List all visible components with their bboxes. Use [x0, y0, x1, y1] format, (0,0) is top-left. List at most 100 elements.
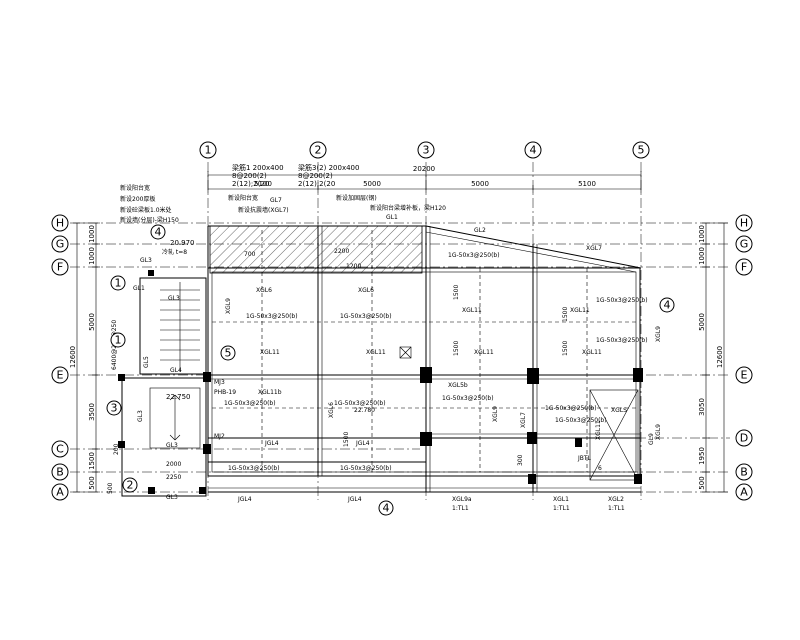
top-notes: 梁筋1 200x400 8@200(2) 2(12);2(20 梁筋3(2) 2…	[120, 163, 602, 252]
note-f: 新设墙(分层)-梁H150	[120, 216, 179, 224]
beam-tl1: 1:TL1	[608, 505, 625, 512]
beam-xgl6: XGL6	[358, 287, 374, 294]
column	[634, 474, 642, 484]
beam-xgl9: XGL9	[492, 406, 499, 422]
note-beam-a: 梁筋1 200x400	[232, 163, 284, 172]
beam-xgl6: XGL6	[256, 287, 272, 294]
section-mark-1-b: 1	[115, 334, 122, 347]
column	[420, 367, 432, 383]
dim-span-4-5: 5100	[578, 180, 596, 188]
elevation-2: 22.750	[166, 393, 191, 401]
note-a: 新设阳台宽	[228, 194, 258, 202]
beam-xgl11b: XGL11b	[258, 389, 282, 396]
axis-bubbles-top: 1 2 3 4 5	[199, 141, 650, 159]
beam-jgl4: JGL4	[347, 496, 362, 503]
stair-dim: 2250	[166, 474, 181, 481]
axis-bubbles-right: H G F E D B A	[735, 214, 753, 501]
elevation-1: 20.970	[170, 239, 195, 247]
axis-label-e-right: E	[741, 369, 748, 382]
dim-6: 6	[598, 465, 602, 472]
column	[527, 368, 539, 384]
dim-span-1-2: 5100	[254, 180, 272, 188]
beam-mj2: MJ2	[214, 433, 225, 440]
label-xgl7-top: XGL7	[586, 245, 602, 252]
slab-note: 1G-50x3@250(b)	[448, 252, 500, 259]
beam-gl3: GL3	[168, 295, 180, 302]
dim-overall-top: 20200	[413, 165, 435, 173]
slab-note: 1G-50x3@250(b)	[246, 313, 298, 320]
thickness-note: 冷轧 t=8	[162, 248, 187, 256]
axis-label-2: 2	[315, 144, 322, 157]
beam-gl3: GL3	[140, 257, 152, 264]
dim-left-3: 5000	[88, 313, 96, 331]
beam-xgl9: XGL9	[225, 298, 232, 314]
beam-tl1: 1:TL1	[452, 505, 469, 512]
axis-label-g-left: G	[56, 238, 65, 251]
column	[148, 487, 155, 494]
dim-right-6: 500	[698, 476, 706, 489]
beam-xgl2: XGL2	[608, 496, 624, 503]
dim-left-5: 1500	[88, 452, 96, 470]
note-beam-b-reinf2: 2(12);2(20	[298, 180, 335, 188]
pipe-note: PHB-19	[214, 389, 236, 396]
axis-label-3: 3	[423, 144, 430, 157]
note-e: 新设阳台梁增补板，梁H120	[370, 204, 446, 212]
beam-xgl5b: XGL5b	[448, 382, 468, 389]
slab-dim: 1500	[453, 285, 460, 300]
slab-note: 1G-50x3@250(b)	[596, 297, 648, 304]
dim-right-2: 1000	[698, 247, 706, 265]
axis-label-f-right: F	[741, 261, 747, 274]
stair-dim: 2000	[166, 461, 181, 468]
beam-gl5: GL5	[143, 356, 150, 368]
column	[203, 372, 211, 382]
slab-note: 1G-50x3@250(b)	[340, 465, 392, 472]
section-mark-4-bottom: 4	[383, 502, 390, 515]
note-stair: 新设阳台宽	[120, 184, 150, 192]
dim-right-4: 3050	[698, 398, 706, 416]
beam-jgl4: JGL4	[264, 440, 279, 447]
axis-label-c-left: C	[56, 443, 64, 456]
beam-gl3: GL3	[137, 410, 144, 422]
beam-xgl11: XGL11	[570, 307, 590, 314]
beam-tl1: 1:TL1	[553, 505, 570, 512]
dim-left-1: 1000	[88, 225, 96, 243]
label-gl2-top: GL2	[474, 227, 486, 234]
axis-label-b-right: B	[740, 466, 748, 479]
beam-gl4: GL4	[170, 367, 182, 374]
column	[633, 368, 643, 382]
beam-xgl1: XGL1	[553, 496, 569, 503]
beam-jgl4: JGL4	[237, 496, 252, 503]
beam-jbtl: JBTL	[577, 455, 592, 462]
axis-bubbles-left: H G F E C B A	[51, 214, 69, 501]
structure-outline	[121, 225, 642, 497]
slab-note: 1G-50x3@250(b)	[334, 400, 386, 407]
beam-xgl11: XGL11	[582, 349, 602, 356]
slab-note: 1G-50x3@250(b)	[555, 417, 607, 424]
beam-jgl4: JGL4	[355, 440, 370, 447]
axis-label-g-right: G	[740, 238, 749, 251]
column	[118, 374, 125, 381]
beam-xgl11: XGL11	[462, 307, 482, 314]
axis-label-d-right: D	[740, 432, 748, 445]
axis-label-5: 5	[638, 144, 645, 157]
beam-gl3: GL3	[166, 494, 178, 501]
note-d: 新设加固层(钢)	[336, 194, 377, 202]
dim-left-2: 1000	[88, 247, 96, 265]
dim-left-6: 500	[88, 476, 96, 489]
axis-label-b-left: B	[56, 466, 64, 479]
note-c: 新设抗震墙(XGL7)	[238, 206, 289, 214]
slab-dim: 2200	[334, 248, 349, 255]
slab-dim: 1500	[453, 341, 460, 356]
axis-label-h-left: H	[56, 217, 64, 230]
note-slab: 新设200厚板	[120, 195, 155, 203]
slab-note: 1G-50x3@250(b)	[228, 465, 280, 472]
beam-xgl9a: XGL9a	[452, 496, 472, 503]
elevations: 20.970 22.750 22.780	[166, 239, 375, 414]
slab-dim: 1500	[562, 307, 569, 322]
beam-gl1: GL1	[133, 285, 145, 292]
slab-dim: 1200	[346, 263, 361, 270]
section-marks: 4 4 4 1 1 2 3 5	[106, 224, 675, 516]
column	[527, 432, 537, 444]
note-beam-a-reinf1: 8@200(2)	[232, 172, 267, 180]
